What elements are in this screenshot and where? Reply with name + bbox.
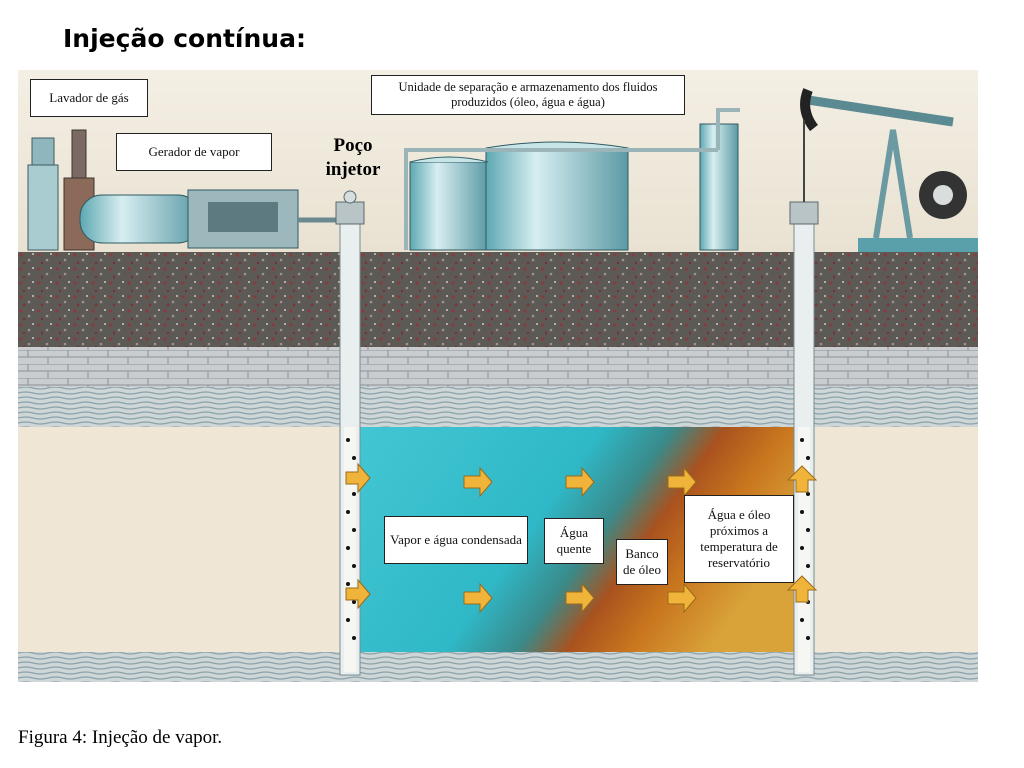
arrow-right <box>667 466 697 498</box>
arrow-right <box>345 578 371 610</box>
arrow-right <box>463 466 493 498</box>
injector-well <box>335 190 365 676</box>
steam-injection-diagram: Lavador de gás Gerador de vapor Unidade … <box>18 70 978 682</box>
label-gas-scrubber: Lavador de gás <box>30 79 148 117</box>
arrow-right <box>565 466 595 498</box>
arrow-right <box>667 582 697 614</box>
page-title: Injeção contínua: <box>63 24 306 53</box>
label-reservoir-temperature: Água e óleo próximos a temperatura de re… <box>684 495 794 583</box>
label-steam-condensed: Vapor e água condensada <box>384 516 528 564</box>
arrow-up <box>786 575 818 603</box>
limestone-layer <box>18 347 978 387</box>
shale-cap-layer <box>18 387 978 427</box>
label-steam-generator: Gerador de vapor <box>116 133 272 171</box>
soil-layer <box>18 252 978 347</box>
gas-scrubber-equipment <box>27 129 95 251</box>
pump-jack <box>800 88 978 252</box>
label-hot-water: Água quente <box>544 518 604 564</box>
label-injector-well: Poço injetor <box>325 135 381 180</box>
flow-arrows <box>345 462 818 614</box>
figure-caption: Figura 4: Injeção de vapor. <box>18 727 223 748</box>
arrow-right <box>463 582 493 614</box>
storage-tanks <box>404 108 740 251</box>
arrow-right <box>565 582 595 614</box>
label-oil-bank: Banco de óleo <box>616 539 668 585</box>
base-shale-layer <box>18 652 978 682</box>
label-separation-unit: Unidade de separação e armazenamento dos… <box>371 75 685 115</box>
arrow-right <box>345 462 371 494</box>
arrow-up <box>786 465 818 493</box>
